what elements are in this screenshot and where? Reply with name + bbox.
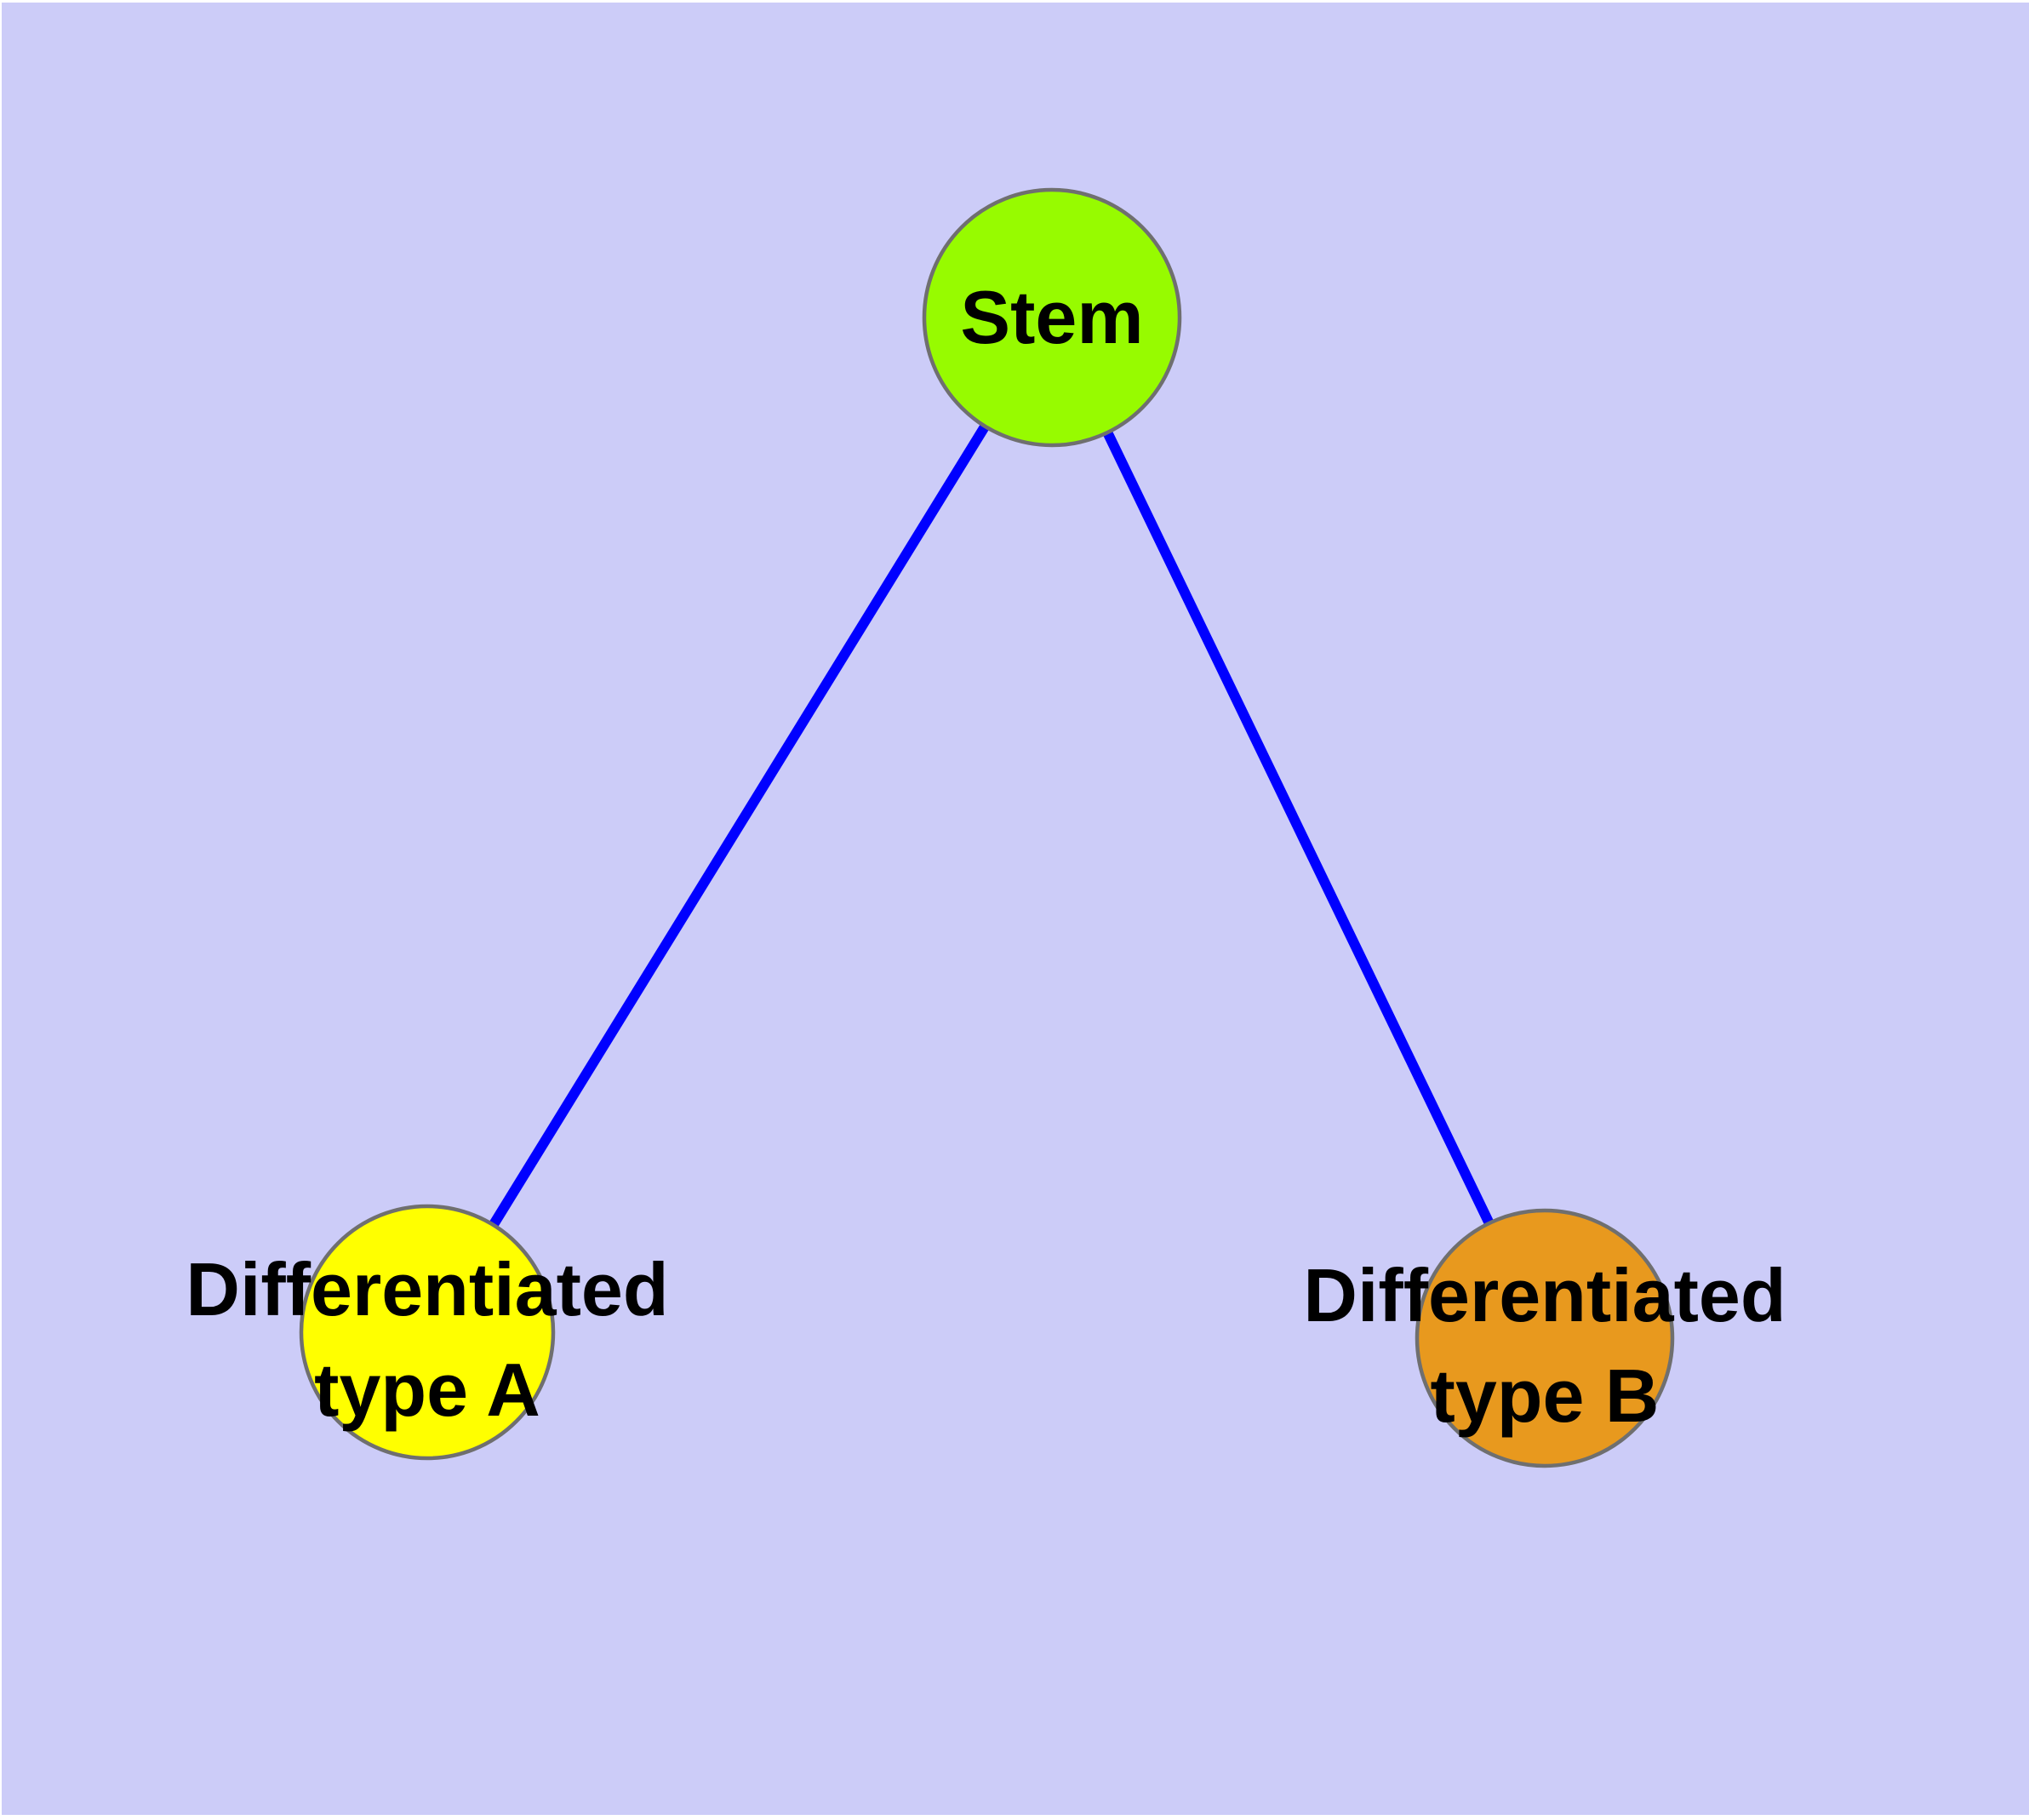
node-type-a-circle xyxy=(299,1204,556,1461)
node-type-b-circle xyxy=(1415,1208,1675,1468)
node-type-b-label-line2: type B xyxy=(1431,1354,1660,1438)
node-type-a-label-line1: Differentiated xyxy=(186,1247,668,1331)
edge-stem-to-type-b xyxy=(1047,315,1550,1341)
node-stem-label: Stem xyxy=(960,275,1143,359)
node-type-a-label-line2: type A xyxy=(314,1348,540,1432)
edge-stem-to-type-a xyxy=(422,314,1057,1336)
node-stem-circle xyxy=(922,187,1182,448)
node-type-b-label-line1: Differentiated xyxy=(1303,1253,1786,1337)
